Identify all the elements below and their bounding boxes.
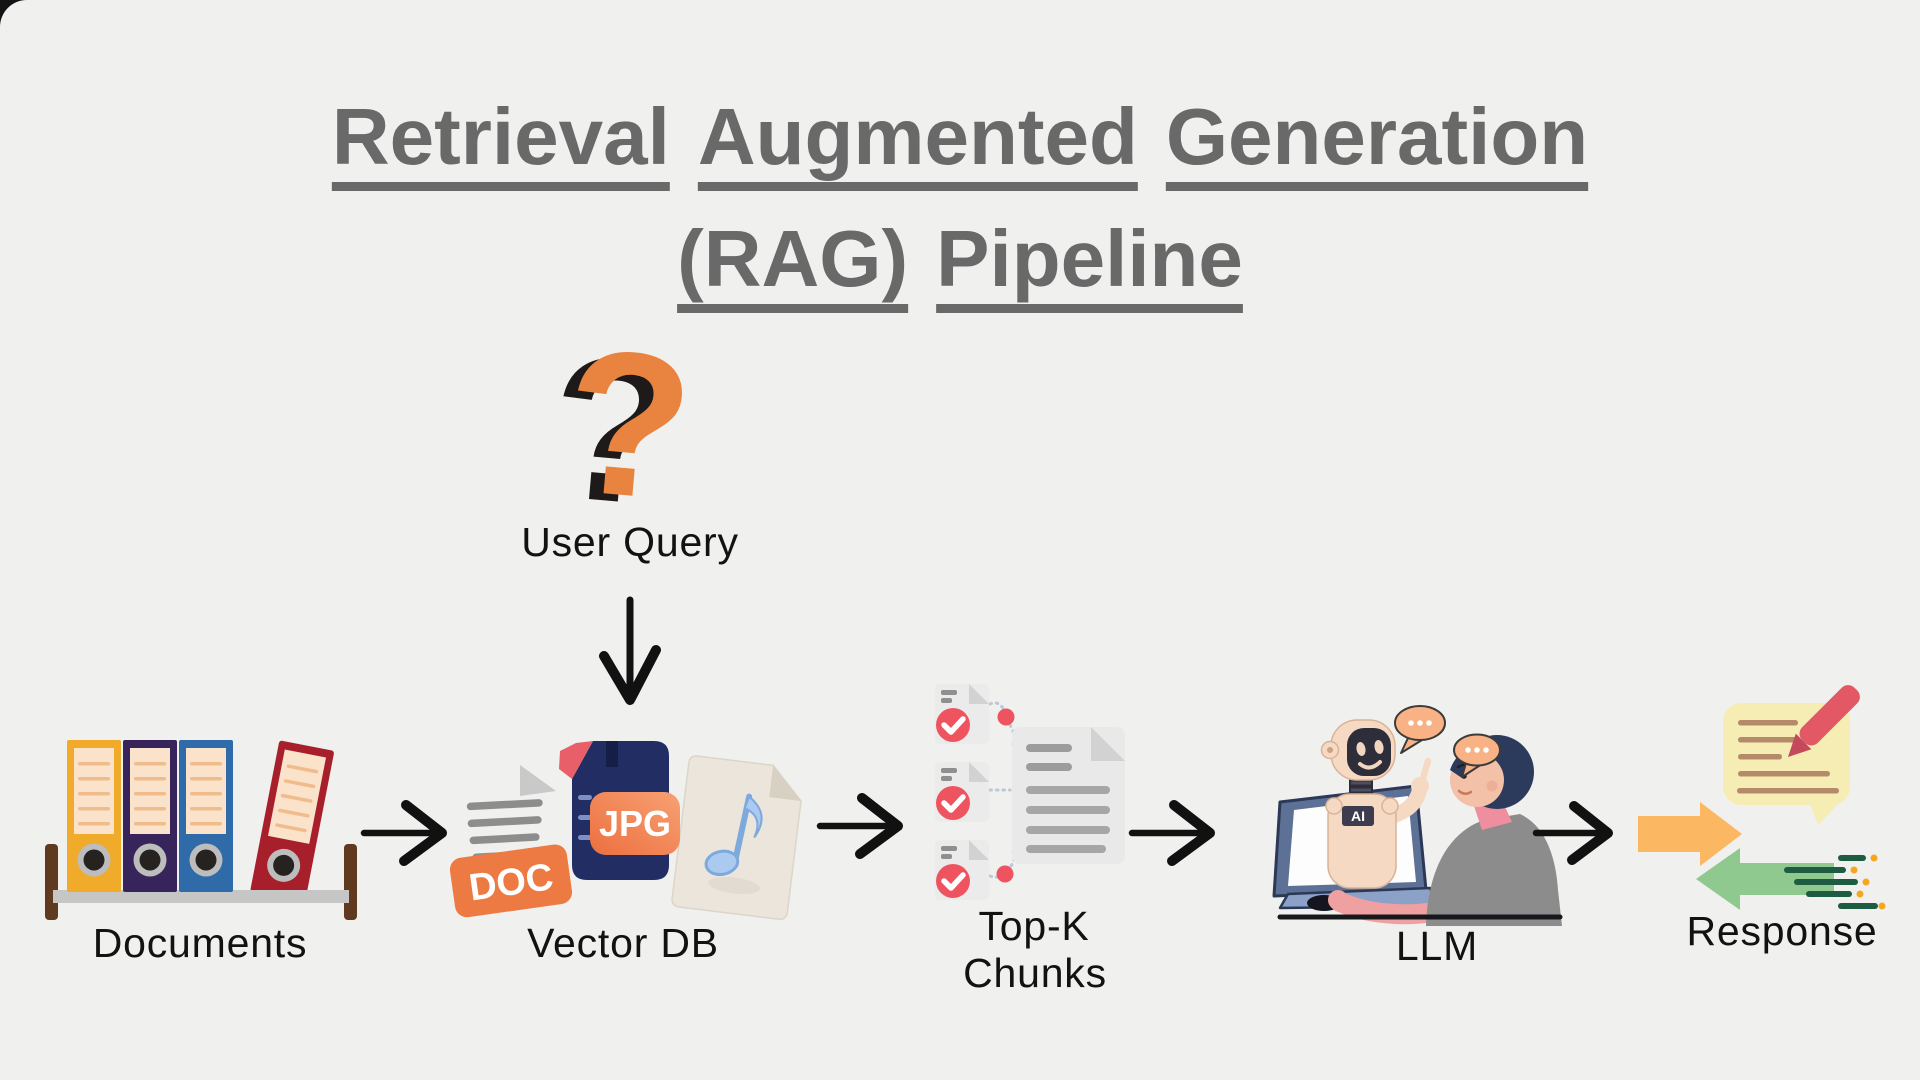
bookend-right [344,844,357,920]
jpg-badge: JPG [590,792,680,855]
title-line-2: (RAG)Pipeline [677,214,1243,303]
file-bookmark [606,741,618,767]
chunk-doc-3 [935,840,989,900]
bookend-left [45,844,58,920]
binder-red [250,740,334,902]
top-k-label-line2: Chunks [963,950,1107,996]
jpg-badge-text: JPG [599,803,671,844]
top-k-label-line1: Top-K [978,903,1090,949]
question-mark-icon: ? ? [541,305,700,550]
person-hand [1328,890,1348,910]
music-note [704,793,763,877]
binder-purple [123,740,177,892]
note-bubble [1723,685,1860,825]
doc-badge: DOC [449,844,573,918]
green-left-arrow [1696,848,1834,910]
speed-dashes [1784,855,1878,909]
file-fold-corner [559,741,593,779]
checked-chunks-icon [935,684,1125,900]
reply-arrows-icon [1638,685,1886,910]
screenshot-corner-artifact [0,0,27,27]
chunk-doc-2 [935,762,989,822]
robot-human-chat-icon: AI [1272,705,1563,926]
retrieved-document [1012,727,1125,864]
connector-dot-top [997,708,1015,726]
ai-badge [1342,806,1374,826]
speech-bubble-robot [1394,705,1446,754]
speed-dots [1850,854,1886,910]
vector-db-label: Vector DB [527,920,719,966]
llm-label: LLM [1395,923,1479,969]
documents-label: Documents [92,920,308,966]
down-arrow [599,596,661,705]
flow-arrow-llm-to-response [1532,801,1613,865]
robot: AI [1320,719,1432,889]
shelf-bar [53,890,349,903]
orange-right-arrow [1638,802,1742,866]
flow-arrow-vectordb-to-topk [816,793,903,859]
ai-badge-text: AI [1351,808,1365,824]
question-mark-front: ? [556,305,701,544]
flow-arrow-documents-to-vectordb [360,800,447,866]
response-label: Response [1686,908,1878,954]
user-query-label: User Query [521,519,739,565]
binder-yellow [67,740,121,892]
paper-plane-triangle [520,765,556,796]
connector-dot-bottom [996,865,1014,883]
question-mark-shadow: ? [541,311,686,550]
music-file-icon [671,755,802,920]
speech-bubble-person [1453,733,1501,778]
binder-blue [179,740,233,892]
flow-arrow-topk-to-llm [1128,800,1215,866]
chunk-doc-1 [935,684,989,744]
file-types-icon: JPG DOC [449,741,802,920]
binders-shelf-icon [45,740,357,920]
chunk-connectors [988,701,1016,879]
